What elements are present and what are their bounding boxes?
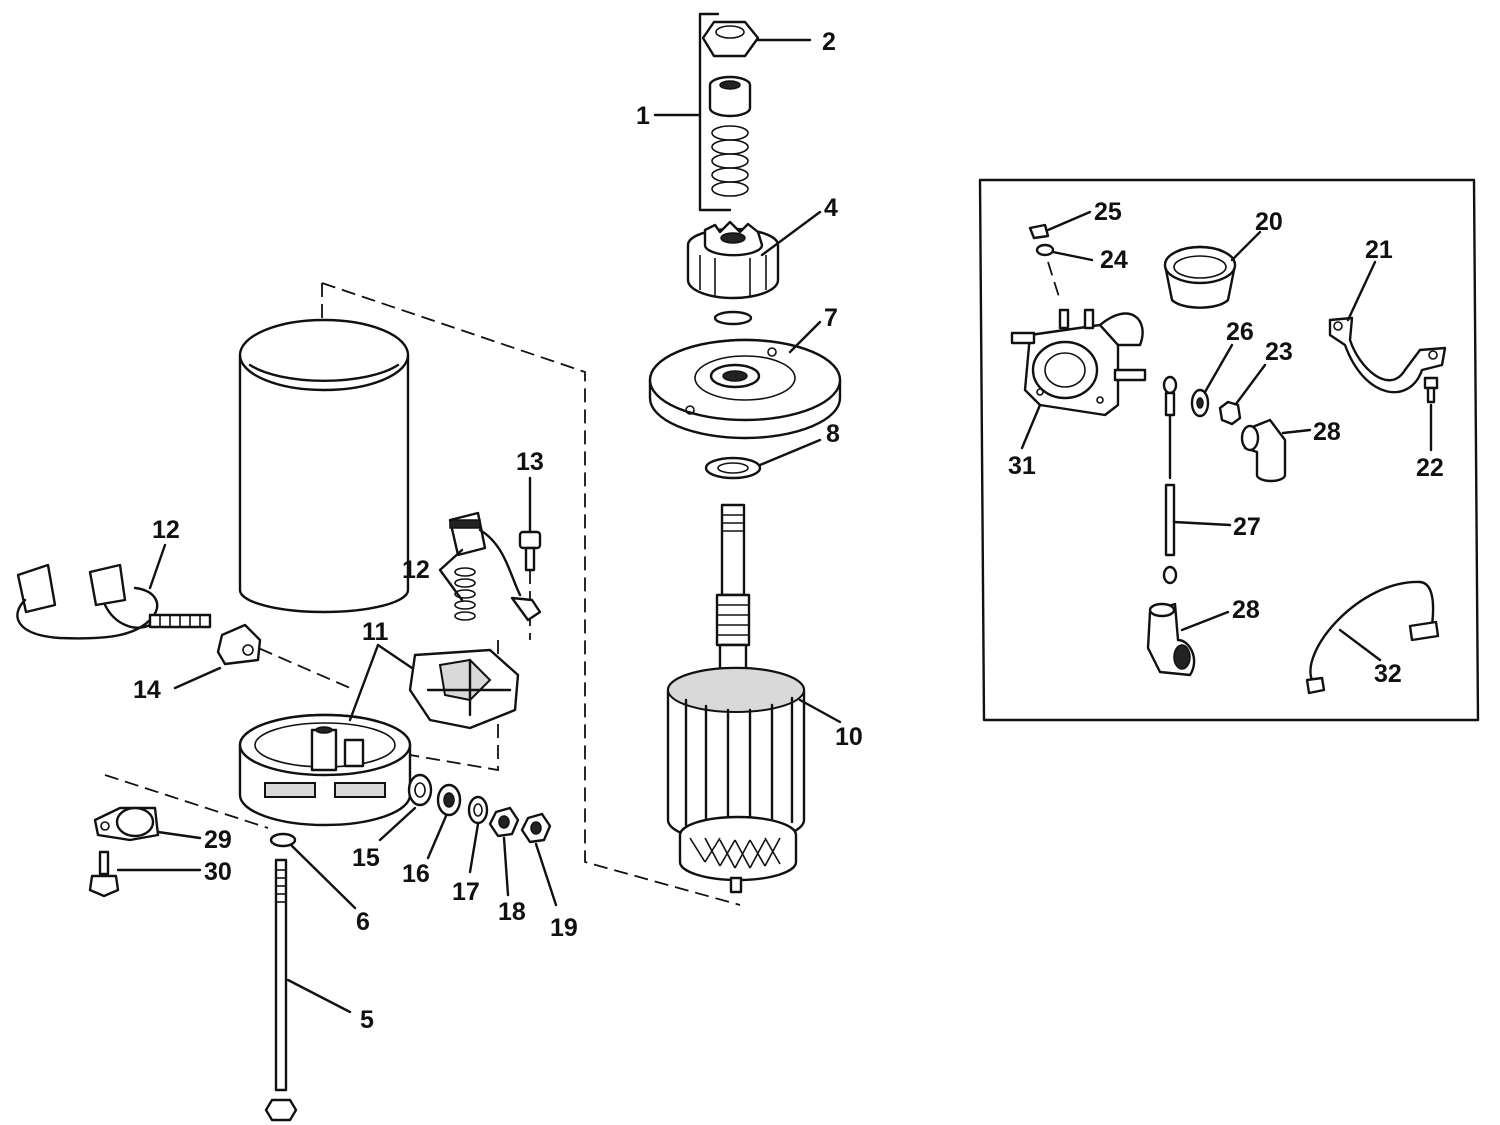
part-23-nut <box>1218 363 1267 426</box>
part-25-clip <box>1028 210 1092 240</box>
label-23: 23 <box>1265 338 1293 366</box>
spring <box>711 125 749 197</box>
parts-15-19-washers-nuts <box>378 773 558 907</box>
label-10: 10 <box>835 723 863 751</box>
label-6: 6 <box>356 908 370 936</box>
part-14-terminal-block <box>173 623 262 690</box>
part-1-bracket <box>653 12 732 212</box>
label-25: 25 <box>1094 198 1122 226</box>
label-21: 21 <box>1365 236 1393 264</box>
label-14: 14 <box>133 676 161 704</box>
label-5: 5 <box>360 1006 374 1034</box>
label-30: 30 <box>204 858 232 886</box>
part-22-screw <box>1423 376 1439 452</box>
bushing <box>708 75 752 118</box>
part-8-washer <box>704 438 822 480</box>
part-28-elbow-boot-lower <box>1146 602 1230 677</box>
frame-housing <box>238 318 410 614</box>
part-13-screw <box>518 476 542 572</box>
commutator-end-cap <box>238 713 412 827</box>
part-11-brush-holder <box>348 643 520 730</box>
label-18: 18 <box>498 898 526 926</box>
label-11: 11 <box>362 618 389 646</box>
label-20: 20 <box>1255 208 1283 236</box>
label-8: 8 <box>826 420 840 448</box>
label-19: 19 <box>550 914 578 942</box>
label-29: 29 <box>204 826 232 854</box>
label-28-lower: 28 <box>1232 596 1260 624</box>
part-32-lead-wire <box>1305 580 1440 695</box>
label-17: 17 <box>452 878 480 906</box>
label-15: 15 <box>352 844 380 872</box>
label-28-upper: 28 <box>1313 418 1341 446</box>
part-7-drive-end-cap <box>648 320 842 440</box>
inset-solenoid-kit <box>978 178 1480 722</box>
label-16: 16 <box>402 860 430 888</box>
part-2-nut <box>701 20 812 58</box>
label-22: 22 <box>1416 454 1444 482</box>
label-1: 1 <box>636 102 650 130</box>
part-12-brush-spring-right <box>438 511 542 622</box>
label-4: 4 <box>824 194 838 222</box>
label-26: 26 <box>1226 318 1254 346</box>
part-10-armature <box>666 503 842 894</box>
label-13: 13 <box>516 448 544 476</box>
label-31: 31 <box>1008 452 1036 480</box>
part-6-washer <box>269 832 357 910</box>
label-2: 2 <box>822 28 836 56</box>
label-12-right: 12 <box>402 556 430 584</box>
assembly-guide-lines <box>104 282 741 906</box>
part-12-brush-set-left <box>16 543 212 640</box>
part-5-through-bolt <box>264 858 352 1122</box>
label-27: 27 <box>1233 513 1261 541</box>
part-26-lockwasher <box>1190 343 1234 418</box>
callout-labels: 1 2 4 7 8 10 13 12 12 11 14 15 16 17 18 … <box>133 28 1444 1034</box>
part-24-lockwasher <box>1035 243 1094 262</box>
part-20-cap <box>1163 230 1262 309</box>
part-29-clamp <box>93 806 202 842</box>
part-30-screw <box>88 850 202 898</box>
part-27-cable <box>1162 375 1232 585</box>
part-21-mounting-strap <box>1328 260 1447 394</box>
label-7: 7 <box>824 304 838 332</box>
part-28-elbow-boot-upper <box>1240 418 1312 483</box>
label-12-left: 12 <box>152 516 180 544</box>
part-4-drive-pinion <box>686 210 822 326</box>
label-32: 32 <box>1374 660 1402 688</box>
part-31-solenoid <box>1010 308 1147 450</box>
label-24: 24 <box>1100 246 1128 274</box>
